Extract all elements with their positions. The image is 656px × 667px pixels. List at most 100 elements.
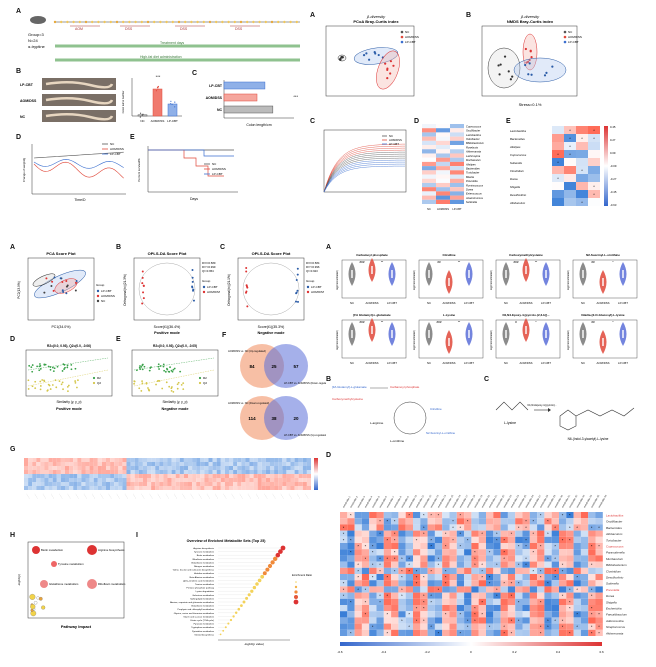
rarefaction-curve: [323, 145, 405, 193]
svg-text:metabolite-6: metabolite-6: [379, 495, 389, 508]
legend-item: Q2: [97, 381, 101, 385]
heat-cell: [24, 474, 29, 478]
sig-star: *: [525, 525, 527, 530]
violin-title: Ndelta-[2-O-Glucosyl]-L-lysine: [581, 313, 625, 317]
sig-star: *: [525, 544, 527, 549]
svg-text:metabolite-35: metabolite-35: [590, 494, 600, 509]
heat-cell: [486, 524, 494, 531]
r2-point: [172, 368, 175, 371]
heat-cell: [142, 466, 147, 470]
heat-cell: [427, 543, 435, 550]
r2-point: [148, 369, 151, 372]
sig-star: *: [489, 550, 491, 555]
heat-cell: [422, 182, 436, 188]
sig-star: *: [576, 587, 578, 592]
tick-dot: [190, 20, 193, 24]
sig-star: *: [540, 544, 542, 549]
heat-cell: [196, 458, 201, 462]
heat-cell: [456, 605, 465, 612]
heat-cell: [229, 458, 234, 462]
heat-cell: [464, 592, 472, 599]
heat-cell: [183, 462, 188, 466]
heat-cell: [183, 482, 188, 486]
heat-cell: [155, 474, 160, 478]
heat-cell: [456, 567, 465, 574]
heat-cell: [434, 561, 443, 568]
heat-cell: [376, 574, 384, 581]
heat-cell: [398, 580, 406, 587]
heat-cell: [436, 199, 450, 204]
heat-cell: [224, 470, 229, 474]
colon-row-label: NC: [20, 115, 26, 119]
heat-cell: [405, 611, 413, 618]
svg-text:β-diversity: β-diversity: [520, 14, 540, 19]
sample-point: [362, 54, 366, 57]
heat-cell: [151, 462, 156, 466]
heat-cell: [588, 543, 596, 550]
legend-item: AOM/DSS: [212, 167, 226, 171]
heat-cell: [361, 617, 370, 624]
heat-cell: [573, 586, 581, 593]
heat-cell: [44, 470, 49, 474]
heat-cell: [28, 458, 33, 462]
heat-cell: [449, 574, 457, 581]
sig-star: *: [430, 513, 432, 518]
heat-cell: [200, 478, 205, 482]
heat-cell: [106, 470, 111, 474]
heat-cell: [130, 486, 135, 490]
heat-cell: [361, 518, 370, 525]
r2-point: [179, 370, 182, 373]
svg-text:metabolite-30: metabolite-30: [554, 494, 564, 509]
heat-cell: [436, 132, 450, 137]
sig-star: *: [372, 562, 374, 567]
heat-cell: [233, 470, 238, 474]
heat-cell: [81, 466, 86, 470]
heat-cell: [229, 482, 234, 486]
sig-star: *: [438, 587, 440, 592]
heat-cell: [340, 530, 348, 537]
ylabel: log(Concentration): [567, 270, 570, 290]
heat-cell: [69, 466, 74, 470]
tick-dot: [221, 20, 224, 24]
sig-star: *: [474, 606, 476, 611]
heat-cell: [290, 482, 295, 486]
heat-cell: [347, 623, 355, 630]
svg-text:DSS: DSS: [235, 27, 243, 31]
heat-cell: [522, 617, 530, 624]
heat-cell: [559, 543, 567, 550]
set-label: Biotin metabolism: [197, 554, 214, 557]
heat-cell: [369, 524, 377, 531]
heat-cell: [544, 555, 552, 562]
heat-cell: [573, 530, 581, 537]
sig-star: *: [569, 587, 571, 592]
heat-cell: [427, 611, 435, 618]
heat-cell: [257, 478, 262, 482]
tick-dot: [165, 20, 168, 24]
heat-cell: [73, 462, 78, 466]
sig-star: *: [598, 630, 600, 635]
heat-cell: [48, 466, 53, 470]
q2-point: [49, 388, 52, 390]
svg-text:Stress=0.1%: Stress=0.1%: [519, 102, 542, 107]
heat-cell: [151, 478, 156, 482]
heat-cell: [544, 586, 552, 593]
heat-cell: [175, 482, 180, 486]
heat-cell: [354, 580, 362, 587]
heat-cell: [159, 474, 164, 478]
panel-metab-heatmap: G ······································…: [10, 446, 334, 532]
legend-item: NC: [405, 30, 410, 34]
heat-cell: [580, 543, 589, 550]
heat-cell: [200, 482, 205, 486]
sig-star: *: [496, 537, 498, 542]
heat-cell: [405, 567, 413, 574]
heat-cell: [551, 561, 559, 568]
heat-cell: [529, 611, 538, 618]
heat-cell: [229, 478, 234, 482]
r2-point: [157, 363, 160, 366]
heat-cell: [302, 466, 307, 470]
heat-cell: [216, 470, 221, 474]
heat-cell: [155, 458, 160, 462]
taxon-label: Prevotella: [606, 588, 620, 592]
sig-star: *: [562, 624, 564, 629]
heat-cell: [216, 458, 221, 462]
